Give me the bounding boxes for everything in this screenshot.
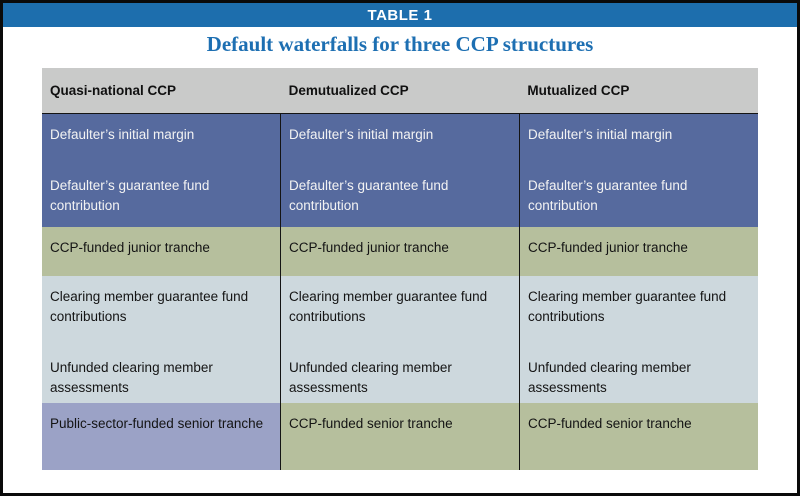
cell-demutualized-senior: CCP-funded senior tranche: [280, 403, 519, 470]
cell-quasi-national-member: Clearing member guarantee fund contribut…: [42, 276, 280, 403]
table-row-senior-tranche: Public-sector-funded senior tranche CCP-…: [42, 403, 758, 470]
cell-line: Defaulter’s initial margin: [50, 127, 195, 142]
waterfall-table: Quasi-national CCP Demutualized CCP Mutu…: [42, 68, 758, 470]
cell-mutualized-defaulter: Defaulter’s initial margin Defaulter’s g…: [519, 114, 758, 227]
cell-demutualized-member: Clearing member guarantee fund contribut…: [280, 276, 519, 403]
cell-line: Unfunded clearing member assessments: [289, 360, 452, 395]
table-title: Default waterfalls for three CCP structu…: [206, 32, 594, 56]
cell-mutualized-junior: CCP-funded junior tranche: [519, 227, 758, 276]
cell-line: CCP-funded senior tranche: [289, 416, 453, 431]
column-header-demutualized: Demutualized CCP: [288, 83, 409, 98]
table-header-row: Quasi-national CCP Demutualized CCP Mutu…: [42, 68, 758, 114]
cell-quasi-national-junior: CCP-funded junior tranche: [42, 227, 280, 276]
cell-line: CCP-funded junior tranche: [289, 240, 449, 255]
cell-line: Defaulter’s guarantee fund contribution: [50, 178, 210, 213]
cell-line: CCP-funded junior tranche: [528, 240, 688, 255]
table-row-member-resources: Clearing member guarantee fund contribut…: [42, 276, 758, 403]
cell-line: Clearing member guarantee fund contribut…: [528, 289, 727, 324]
table-caption-bar: TABLE 1: [3, 3, 797, 27]
cell-line: Defaulter’s initial margin: [528, 127, 673, 142]
column-header-mutualized: Mutualized CCP: [527, 83, 630, 98]
table-caption-label: TABLE 1: [367, 6, 433, 24]
cell-mutualized-senior: CCP-funded senior tranche: [519, 403, 758, 470]
cell-line: Unfunded clearing member assessments: [528, 360, 691, 395]
table-row-defaulter-resources: Defaulter’s initial margin Defaulter’s g…: [42, 114, 758, 227]
cell-demutualized-defaulter: Defaulter’s initial margin Defaulter’s g…: [280, 114, 519, 227]
column-header-quasi-national: Quasi-national CCP: [50, 83, 177, 98]
cell-line: Defaulter’s initial margin: [289, 127, 434, 142]
cell-line: Unfunded clearing member assessments: [50, 360, 213, 395]
cell-demutualized-junior: CCP-funded junior tranche: [280, 227, 519, 276]
cell-line: Defaulter’s guarantee fund contribution: [289, 178, 449, 213]
cell-line: CCP-funded senior tranche: [528, 416, 692, 431]
cell-line: Public-sector-funded senior tranche: [50, 416, 264, 431]
cell-quasi-national-senior: Public-sector-funded senior tranche: [42, 403, 280, 470]
cell-line: Clearing member guarantee fund contribut…: [289, 289, 488, 324]
cell-mutualized-member: Clearing member guarantee fund contribut…: [519, 276, 758, 403]
cell-quasi-national-defaulter: Defaulter’s initial margin Defaulter’s g…: [42, 114, 280, 227]
cell-line: Defaulter’s guarantee fund contribution: [528, 178, 688, 213]
cell-line: CCP-funded junior tranche: [50, 240, 210, 255]
cell-line: Clearing member guarantee fund contribut…: [50, 289, 249, 324]
table-row-junior-tranche: CCP-funded junior tranche CCP-funded jun…: [42, 227, 758, 276]
